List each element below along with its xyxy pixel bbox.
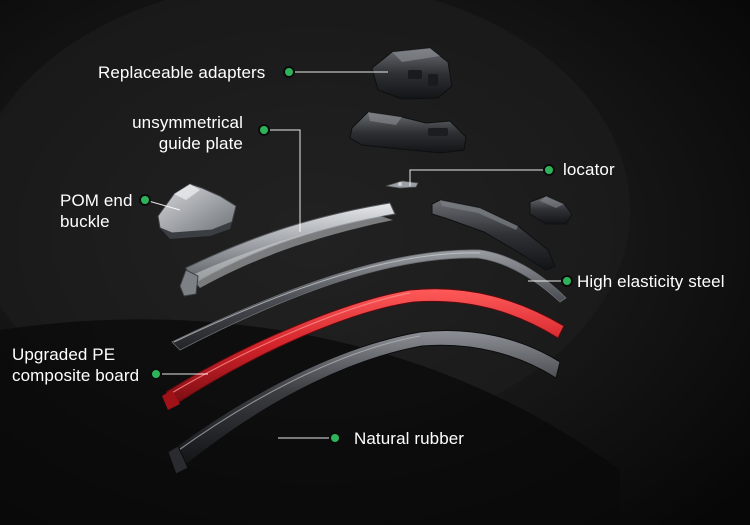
label-guide-plate-line2: guide plate [158, 134, 243, 153]
label-locator: locator [563, 160, 615, 179]
label-pom-line1: POM end [60, 191, 133, 210]
label-elasticity-steel: High elasticity steel [577, 272, 725, 291]
dot-steel [561, 275, 573, 287]
spoiler-end-right [431, 199, 556, 271]
natural-rubber [167, 329, 561, 475]
label-pe-line2: composite board [12, 366, 140, 385]
guide-plate [179, 202, 396, 297]
dot-locator [543, 164, 555, 176]
dot-guide-plate [258, 124, 270, 136]
label-replaceable-adapters: Replaceable adapters [98, 63, 266, 82]
pom-end-buckle [157, 183, 237, 239]
elasticity-steel [171, 249, 567, 351]
label-pom-line2: buckle [60, 212, 110, 231]
label-pom-end-buckle: POM end buckle [60, 190, 133, 232]
callout-leaders [139, 66, 573, 444]
dot-pom [139, 194, 151, 206]
end-cap-right [529, 195, 573, 225]
replaceable-adapter-bottom [349, 111, 467, 154]
label-guide-plate: unsymmetrical guide plate [120, 112, 243, 154]
label-guide-plate-line1: unsymmetrical [132, 113, 243, 132]
dot-rubber [329, 432, 341, 444]
label-pe-line1: Upgraded PE [12, 345, 116, 364]
label-natural-rubber: Natural rubber [354, 429, 465, 448]
pe-composite-board [162, 288, 565, 410]
label-pe-board: Upgraded PE composite board [12, 344, 139, 386]
dot-adapters [283, 66, 295, 78]
replaceable-adapter-top [371, 47, 453, 100]
dot-pe [150, 368, 162, 380]
